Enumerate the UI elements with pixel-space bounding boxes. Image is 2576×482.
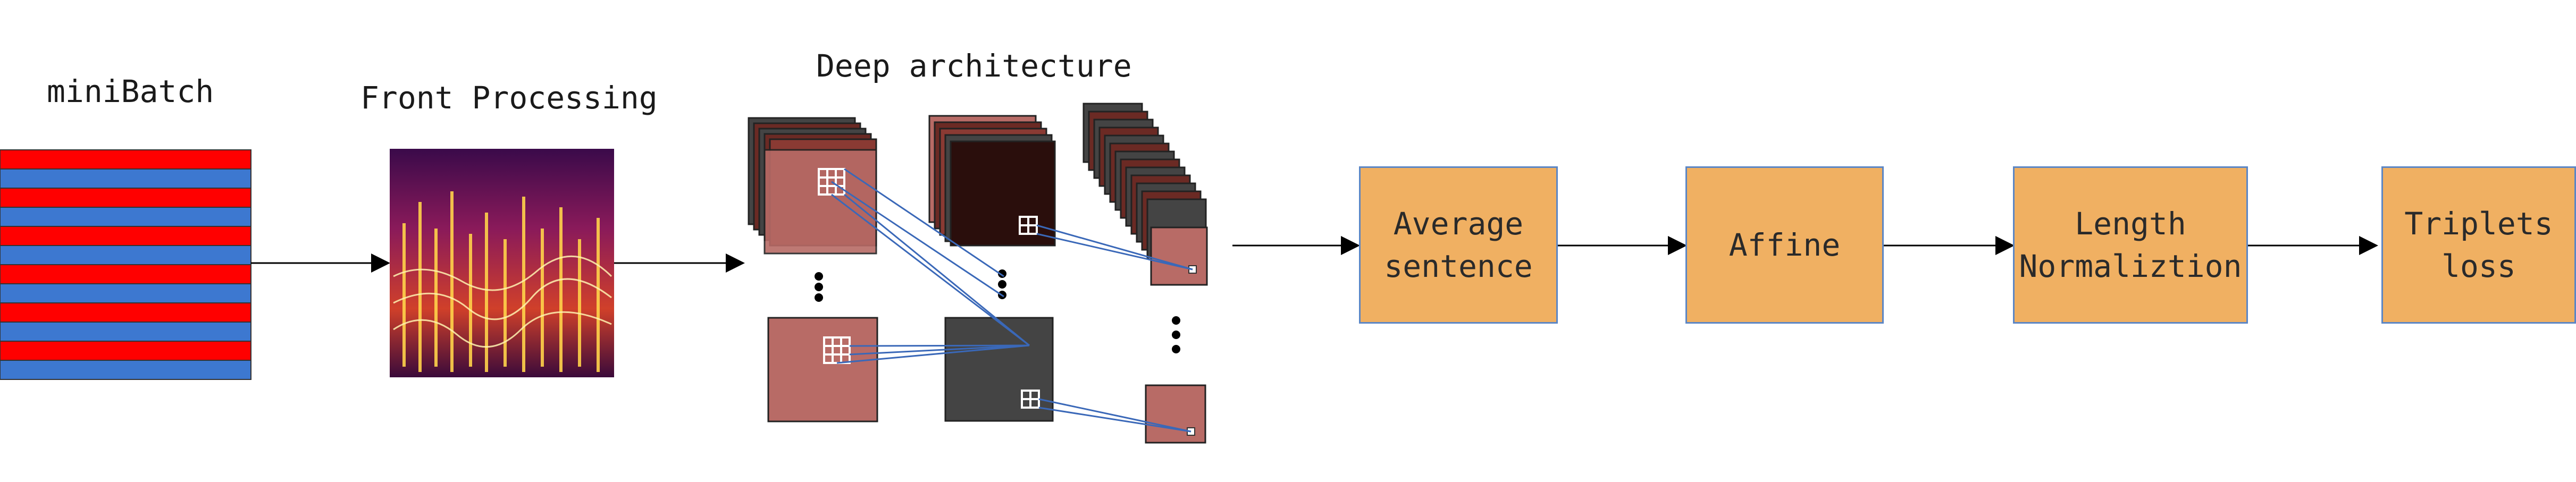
affine-label: Affine [1728, 227, 1841, 263]
front-processing-label: Front Processing [360, 80, 658, 116]
feature-map-single-2 [944, 317, 1054, 422]
ellipsis-vertical-icon [1172, 316, 1180, 353]
feature-map-stack-2 [928, 115, 1056, 247]
feature-map-single-3 [1145, 384, 1206, 444]
feature-map-stack-3 [1083, 103, 1208, 286]
length-normalization-line1: Length [2075, 206, 2186, 242]
average-sentence-line1: Average [1393, 206, 1524, 242]
triplets-loss-box: Triplets loss [2381, 166, 2576, 324]
minibatch-label: miniBatch [47, 73, 214, 109]
affine-box: Affine [1685, 166, 1884, 324]
kernel-connection-lines [831, 168, 1193, 433]
average-sentence-line2: sentence [1384, 248, 1533, 284]
average-sentence-box: Average sentence [1359, 166, 1558, 324]
feature-map-single-1 [767, 317, 878, 422]
length-normalization-box: Length Normaliztion [2013, 166, 2248, 324]
triplets-loss-line2: loss [2441, 248, 2516, 284]
minibatch-stack [0, 149, 251, 380]
grid-kernel-icon [1021, 390, 1040, 409]
ellipsis-vertical-icon [815, 272, 823, 302]
spectrogram-image [390, 149, 614, 377]
deep-architecture-label: Deep architecture [816, 48, 1132, 84]
length-normalization-line2: Normaliztion [2019, 248, 2242, 284]
triplets-loss-line1: Triplets [2404, 206, 2553, 242]
feature-map-stack-1 [748, 117, 877, 255]
